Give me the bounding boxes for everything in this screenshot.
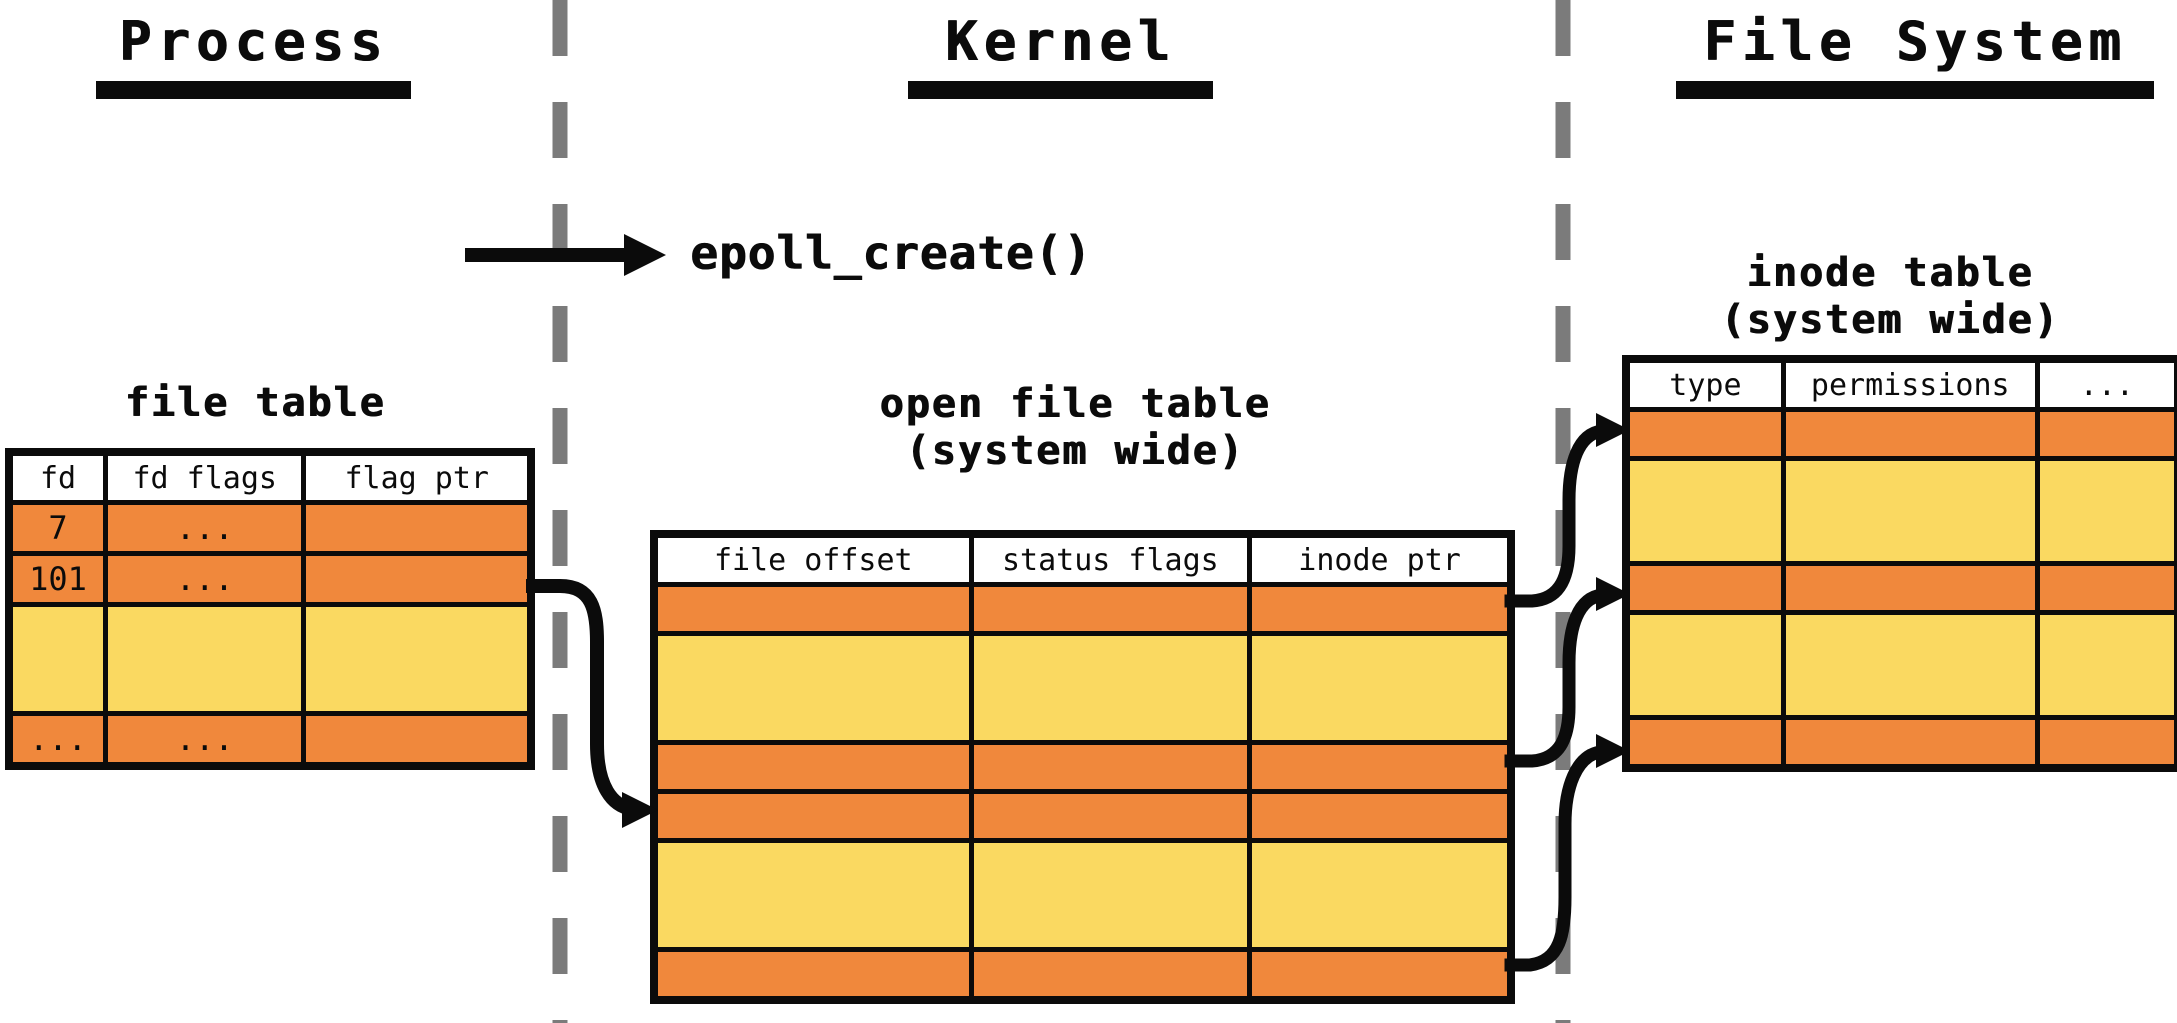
- table-cell: [1247, 740, 1514, 794]
- table-cell: [1780, 407, 2040, 461]
- column-header: permissions: [1780, 356, 2040, 412]
- table-cell: [103, 602, 307, 716]
- table-row: [6, 602, 534, 716]
- column-header: type: [1623, 356, 1786, 412]
- column-header: fd flags: [103, 449, 307, 505]
- table-cell: [968, 838, 1253, 952]
- table-row: [1623, 610, 2177, 720]
- table-cell: [1780, 610, 2040, 720]
- table-cell: [6, 602, 109, 716]
- column-header: status flags: [968, 531, 1253, 587]
- table-cell: [651, 789, 974, 843]
- table-cell: [1247, 582, 1514, 636]
- table-row: [1623, 407, 2177, 461]
- table-cell: [2034, 561, 2177, 615]
- table-cell: [1247, 631, 1514, 745]
- syscall-label: epoll_create(): [690, 226, 1092, 280]
- table-cell: [2034, 715, 2177, 771]
- table-cell: [651, 838, 974, 952]
- table-cell: [651, 740, 974, 794]
- table-cell: [301, 551, 534, 607]
- table-cell: ...: [103, 500, 307, 556]
- table-cell: ...: [6, 711, 109, 769]
- table-cell: [1623, 561, 1786, 615]
- table-cell: [1623, 407, 1786, 461]
- table-cell: [1780, 561, 2040, 615]
- table-row: [1623, 715, 2177, 771]
- table-cell: [1623, 610, 1786, 720]
- inode-table-caption-line1: inode table: [1746, 250, 2034, 296]
- open-file-to-inode-arrow-2-icon: [1504, 577, 1630, 768]
- table-cell: [2034, 456, 2177, 566]
- column-header: ...: [2034, 356, 2177, 412]
- table-row: [651, 947, 1514, 1003]
- table-cell: [1623, 456, 1786, 566]
- inode-table-caption: inode table (system wide): [1650, 250, 2130, 344]
- table-cell: [1780, 456, 2040, 566]
- open-file-to-inode-arrow-3-icon: [1504, 734, 1630, 972]
- table-row: 101...: [6, 551, 534, 607]
- table-row: ......: [6, 711, 534, 769]
- table-row: [1623, 456, 2177, 566]
- filesystem-section-title: File System: [1676, 10, 2154, 99]
- table-cell: [1623, 715, 1786, 771]
- table-cell: [968, 582, 1253, 636]
- table-row: [651, 740, 1514, 794]
- table-cell: ...: [103, 551, 307, 607]
- table-cell: [968, 740, 1253, 794]
- table-cell: [1247, 947, 1514, 1003]
- table-cell: [651, 631, 974, 745]
- fd-table-caption: file table: [124, 380, 386, 426]
- kernel-section-title: Kernel: [908, 10, 1213, 99]
- table-cell: 7: [6, 500, 109, 556]
- open-file-table-caption: open file table (system wide): [825, 381, 1325, 475]
- table-cell: [651, 582, 974, 636]
- table-row: [651, 789, 1514, 843]
- table-row: [651, 631, 1514, 745]
- fd-to-open-file-arrow-icon: [526, 579, 658, 828]
- table-row: [651, 838, 1514, 952]
- process-section-title: Process: [96, 10, 411, 99]
- table-cell: [301, 711, 534, 769]
- table-row: 7...: [6, 500, 534, 556]
- table-cell: [968, 947, 1253, 1003]
- syscall-arrow-icon: [465, 234, 666, 276]
- table-cell: [1247, 838, 1514, 952]
- column-header: fd: [6, 449, 109, 505]
- open-file-to-inode-arrow-1-icon: [1504, 413, 1630, 608]
- table-cell: 101: [6, 551, 109, 607]
- inode-table-caption-line2: (system wide): [1720, 297, 2060, 343]
- table-cell: ...: [103, 711, 307, 769]
- table-cell: [1247, 789, 1514, 843]
- table-row: [651, 582, 1514, 636]
- table-cell: [968, 631, 1253, 745]
- table-cell: [2034, 610, 2177, 720]
- table-cell: [301, 602, 534, 716]
- table-cell: [968, 789, 1253, 843]
- open-file-table-caption-line1: open file table: [879, 381, 1271, 427]
- column-header: inode ptr: [1247, 531, 1514, 587]
- open-file-table-caption-line2: (system wide): [905, 428, 1245, 474]
- table-cell: [2034, 407, 2177, 461]
- column-header: file offset: [651, 531, 974, 587]
- table-cell: [651, 947, 974, 1003]
- column-header: flag ptr: [301, 449, 534, 505]
- table-cell: [301, 500, 534, 556]
- table-row: [1623, 561, 2177, 615]
- table-cell: [1780, 715, 2040, 771]
